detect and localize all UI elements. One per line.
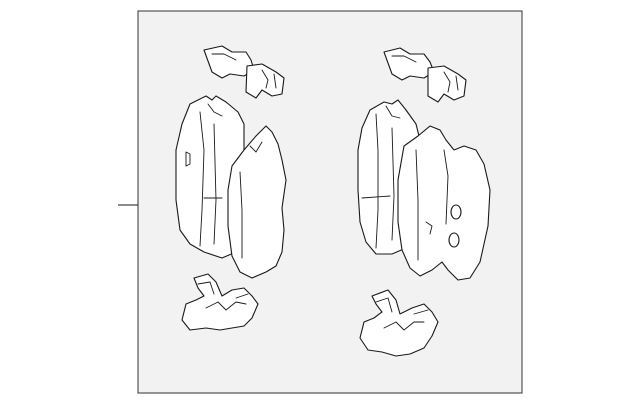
right-anti-rattle-clip-icon	[383, 47, 467, 103]
right-retaining-spring-icon	[359, 289, 439, 357]
left-anti-rattle-clip-icon	[203, 45, 285, 99]
right-inner-brake-pad-icon	[397, 125, 491, 281]
left-inner-brake-pad-icon	[227, 125, 287, 279]
left-retaining-spring-icon	[181, 273, 259, 331]
left-outer-brake-pad-icon	[175, 95, 245, 259]
